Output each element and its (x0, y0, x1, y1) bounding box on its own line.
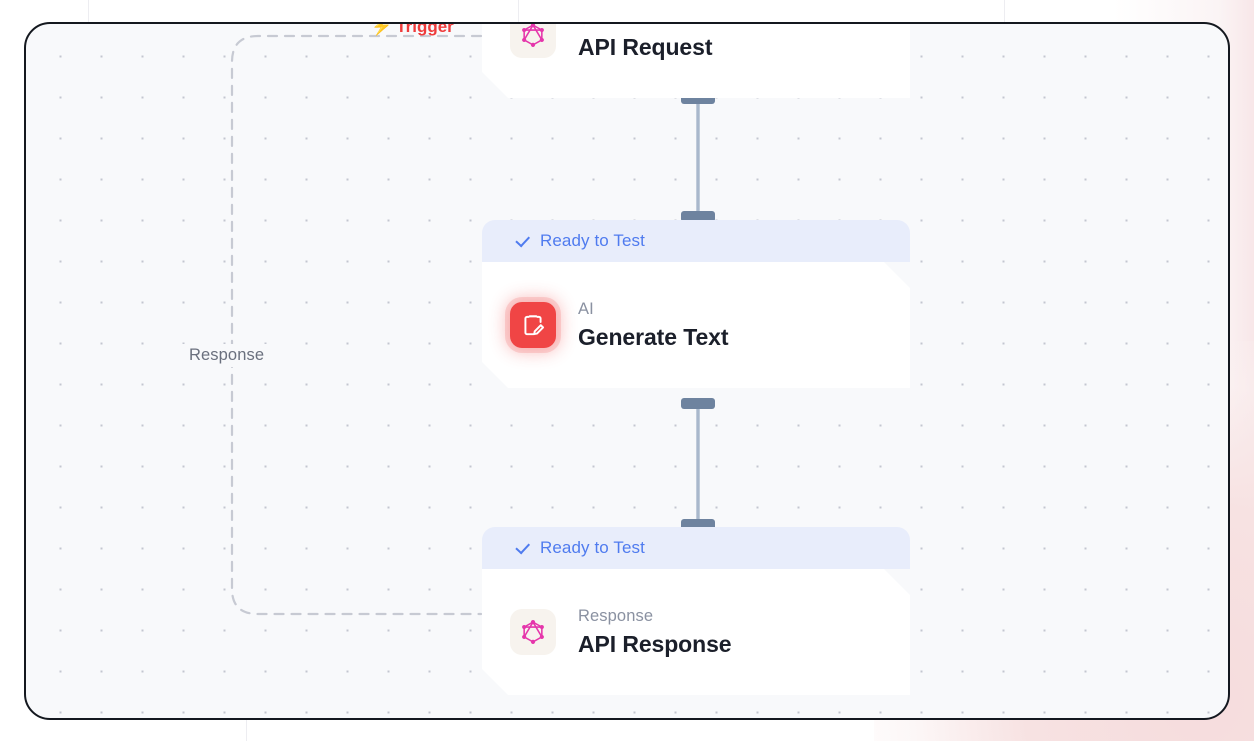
node-api-request[interactable]: Interface API Request (482, 22, 910, 98)
node-body[interactable]: Response API Response (482, 569, 910, 695)
check-icon (514, 540, 531, 557)
trigger-label-text: Trigger (396, 22, 454, 36)
feedback-edge-label: Response (182, 344, 272, 367)
connector-handle[interactable] (681, 211, 715, 222)
connector-handle[interactable] (681, 398, 715, 409)
trigger-label: ⚡Trigger (371, 22, 454, 37)
node-subtitle: Interface (578, 22, 712, 29)
workflow-canvas[interactable]: ⚡Trigger Response (24, 22, 1230, 720)
node-status-badge: Ready to Test (482, 527, 910, 569)
node-api-response[interactable]: Ready to Test (482, 527, 910, 695)
node-generate-text[interactable]: Ready to Test AI Generate Text (482, 220, 910, 388)
feedback-edge (230, 34, 483, 616)
graphql-icon (510, 22, 556, 58)
clipboard-pencil-icon (510, 302, 556, 348)
node-labels: Response API Response (578, 607, 731, 657)
graphql-glyph (520, 619, 546, 645)
node-body[interactable]: Interface API Request (482, 22, 910, 98)
node-status-text: Ready to Test (540, 231, 645, 250)
check-icon (514, 233, 531, 250)
background-rule (88, 0, 89, 22)
node-labels: Interface API Request (578, 22, 712, 60)
node-title: API Request (578, 33, 713, 60)
node-status-text: Ready to Test (540, 538, 645, 557)
node-subtitle: Response (578, 606, 654, 625)
node-status-badge: Ready to Test (482, 220, 910, 262)
connector-handle[interactable] (681, 93, 715, 104)
node-subtitle: AI (578, 299, 594, 318)
bolt-icon: ⚡ (371, 22, 393, 36)
node-labels: AI Generate Text (578, 300, 728, 350)
clipboard-pencil-glyph (520, 312, 546, 338)
background-rule (1004, 0, 1005, 22)
node-body[interactable]: AI Generate Text (482, 262, 910, 388)
graphql-glyph (520, 22, 546, 48)
node-title: API Response (578, 630, 732, 657)
node-title: Generate Text (578, 323, 729, 350)
connector-handle[interactable] (681, 519, 715, 530)
graphql-icon (510, 609, 556, 655)
background-rule (518, 0, 519, 22)
